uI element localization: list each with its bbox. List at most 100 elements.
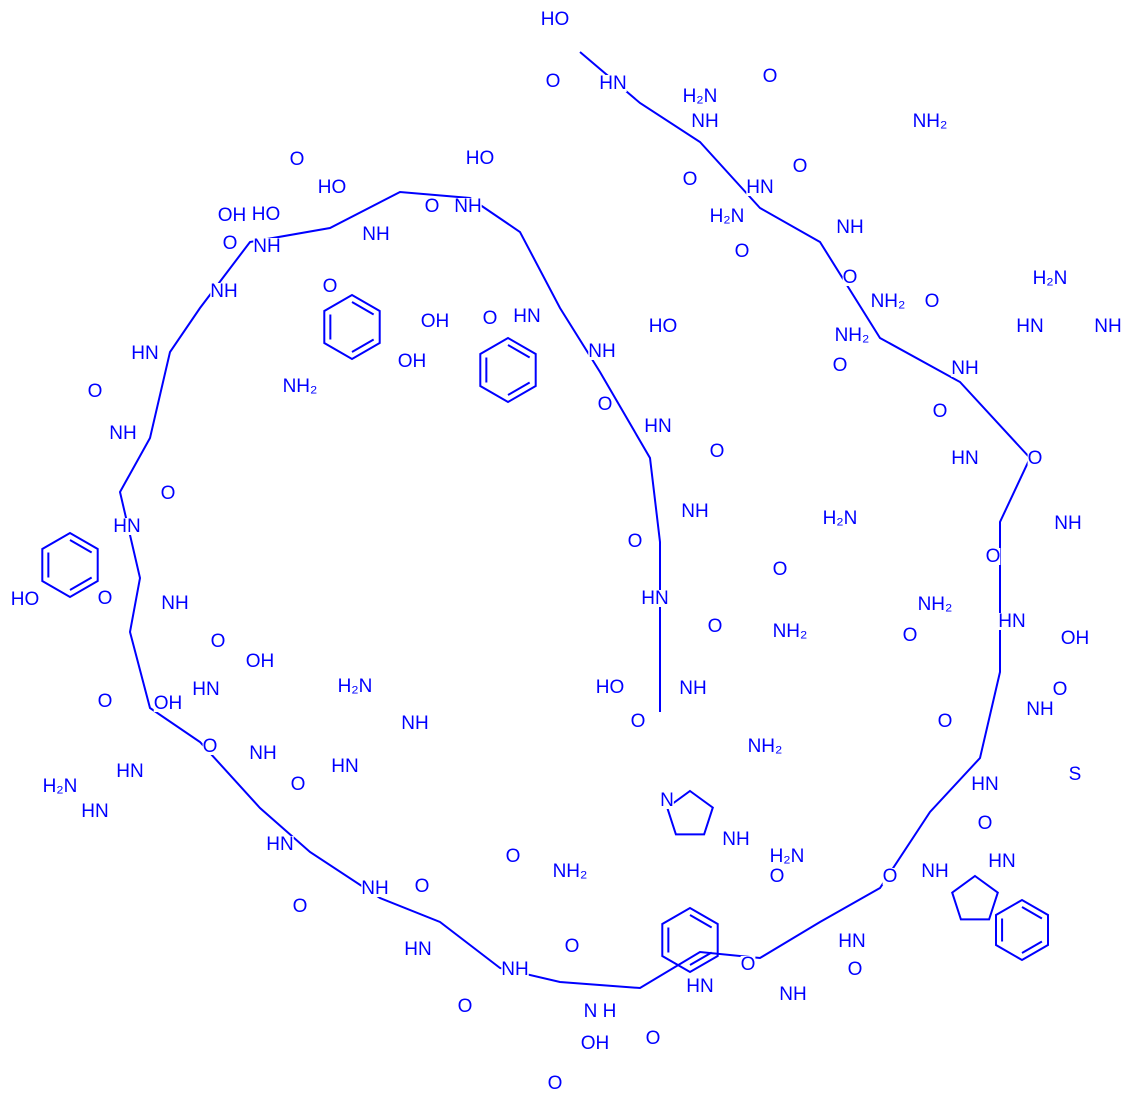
atom-label-background <box>131 345 159 362</box>
atom-label-background <box>505 848 521 865</box>
atom-label: O <box>883 866 898 887</box>
atom-label-background <box>1016 318 1044 335</box>
atom-label: O <box>1028 448 1043 469</box>
benzene-ring-double-bond <box>689 951 713 966</box>
atom-label-background <box>420 313 450 330</box>
phenol-ring <box>41 531 99 599</box>
atom-label: NH <box>401 713 428 734</box>
atom-label-background <box>691 113 719 130</box>
atom-label: HN <box>998 611 1025 632</box>
atom-label: HO <box>596 677 625 698</box>
atom-label-background <box>253 238 281 255</box>
atom-label: O <box>925 291 940 312</box>
atom-label-background <box>882 868 898 885</box>
atom-label-background <box>583 1003 617 1020</box>
atom-label: NH <box>1094 316 1121 337</box>
atom-label: O <box>628 531 643 552</box>
indole-benzene-ring <box>995 898 1049 962</box>
atom-label: O <box>683 169 698 190</box>
atom-label: O <box>938 711 953 732</box>
atom-label: O <box>293 896 308 917</box>
atom-label-background <box>401 715 429 732</box>
atom-label-background <box>924 293 940 310</box>
atom-label: NH <box>109 423 136 444</box>
atom-label-background <box>740 956 756 973</box>
atom-label: NH₂ <box>918 594 953 615</box>
atom-label-background <box>641 590 669 607</box>
phenol-ring-double-bond <box>69 576 93 591</box>
atom-label-background <box>822 510 858 527</box>
atom-label-background <box>116 763 144 780</box>
atom-label-background <box>414 878 430 895</box>
atom-label: O <box>483 308 498 329</box>
atom-label: HN <box>971 774 998 795</box>
atom-label-background <box>832 357 848 374</box>
atom-label-background <box>734 243 750 260</box>
atom-label: NH <box>921 861 948 882</box>
atom-label-background <box>707 618 723 635</box>
atom-label-background <box>564 938 580 955</box>
atom-label: NH <box>210 281 237 302</box>
atom-label: O <box>773 559 788 580</box>
atom-label: H₂N <box>683 86 718 107</box>
atom-label-background <box>404 941 432 958</box>
atom-label-background <box>457 998 473 1015</box>
atom-label-background <box>772 561 788 578</box>
atom-label: NH <box>722 829 749 850</box>
atom-label-background <box>361 880 389 897</box>
atom-label: O <box>546 71 561 92</box>
atom-label-background <box>292 898 308 915</box>
atom-label-background <box>217 207 247 224</box>
atom-label: O <box>833 355 848 376</box>
atom-label-background <box>251 206 281 223</box>
atom-label: N <box>660 790 674 811</box>
atom-label: O <box>223 233 238 254</box>
atom-label: O <box>903 625 918 646</box>
atom-label: HN <box>81 801 108 822</box>
atom-label: O <box>1053 679 1068 700</box>
atom-label: HN <box>746 177 773 198</box>
atom-label-background <box>1052 681 1068 698</box>
atom-label-background <box>912 113 948 130</box>
atom-label: NH <box>588 341 615 362</box>
atom-label: N H <box>584 1001 617 1022</box>
atom-label-background <box>501 961 529 978</box>
phenol-ring-double-bond <box>351 301 375 316</box>
atom-label: O <box>88 381 103 402</box>
atom-label: O <box>425 196 440 217</box>
atom-label-background <box>1026 701 1054 718</box>
atom-label-background <box>580 1035 610 1052</box>
atom-label: NH <box>951 358 978 379</box>
atom-label-background <box>902 627 918 644</box>
label-background-layer <box>10 11 1122 1092</box>
atom-label: HN <box>131 343 158 364</box>
atom-label: OH <box>581 1033 610 1054</box>
atom-label: O <box>323 276 338 297</box>
atom-label: O <box>203 736 218 757</box>
atom-label: NH₂ <box>835 325 870 346</box>
atom-label: O <box>548 1073 563 1094</box>
atom-label: O <box>506 846 521 867</box>
atom-label: H₂N <box>770 846 805 867</box>
atom-label-background <box>362 226 390 243</box>
atom-label-background <box>681 503 709 520</box>
atom-label-background <box>679 680 707 697</box>
atom-label-background <box>331 758 359 775</box>
atom-label-background <box>290 776 306 793</box>
atom-label: O <box>161 483 176 504</box>
atom-label: O <box>933 401 948 422</box>
atom-label-background <box>249 745 277 762</box>
atom-label: O <box>646 1028 661 1049</box>
atom-label: O <box>598 394 613 415</box>
atom-label-background <box>97 590 113 607</box>
benzene-ring-double-bond <box>507 344 531 359</box>
atom-label: NH <box>681 501 708 522</box>
atom-label-background <box>682 88 718 105</box>
atom-label-background <box>985 548 1001 565</box>
atom-label-background <box>222 235 238 252</box>
atom-label: NH <box>362 224 389 245</box>
atom-label-background <box>834 327 870 344</box>
atom-label-background <box>192 681 220 698</box>
benzene-ring <box>661 906 719 974</box>
imidazole-ring <box>666 789 714 836</box>
